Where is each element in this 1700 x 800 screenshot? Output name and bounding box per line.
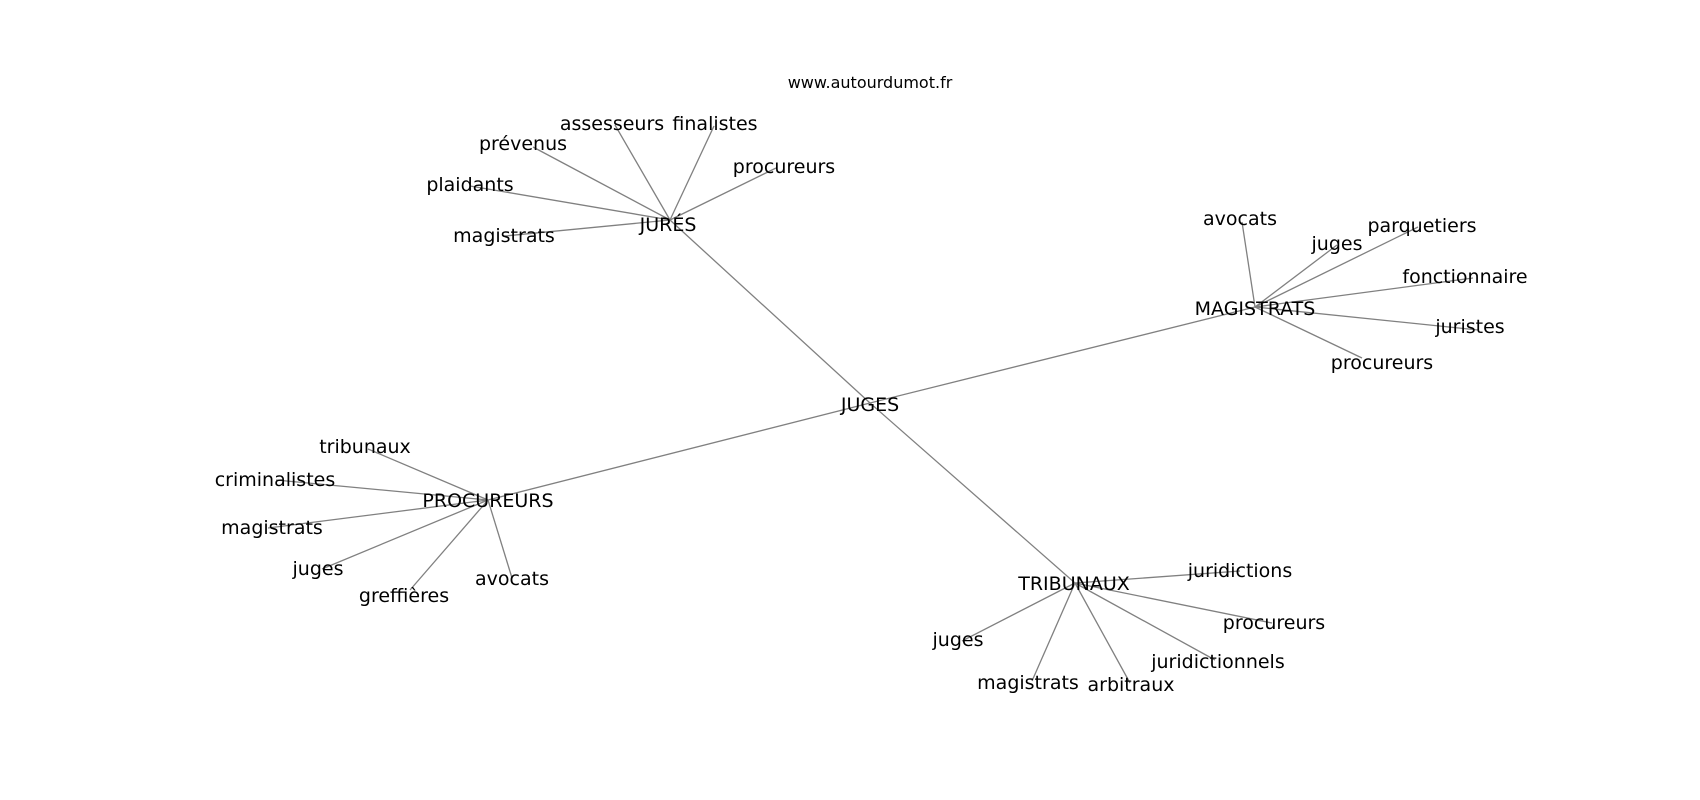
root-hub-edge [869,306,1256,404]
root-hub-edge [487,402,871,501]
hub-label-magistrats: MAGISTRATS [1195,298,1316,320]
word-label: procureurs [1223,612,1325,634]
word-label: magistrats [221,517,323,539]
word-label: greffières [359,585,449,607]
hub-word-edge [469,185,671,221]
word-label: avocats [1203,208,1277,230]
word-label: juridictions [1187,560,1293,582]
hub-label-tribunaux: TRIBUNAUX [1017,573,1130,595]
word-label: juges [1311,233,1363,255]
word-label: prévenus [479,133,567,155]
hub-word-edge [614,124,671,221]
word-label: procureurs [733,156,835,178]
hub-word-edge [1074,570,1241,584]
source-credit: www.autourdumot.fr [788,73,953,92]
root-hub-edge [669,219,871,404]
hub-word-edge [669,125,715,221]
hub-word-edge [1074,582,1273,624]
word-label: finalistes [672,113,757,135]
word-label: avocats [475,568,549,590]
root-node-label: JUGES [840,394,899,416]
hub-word-edge [1031,582,1076,682]
word-label: criminalistes [215,469,336,491]
word-label: procureurs [1331,352,1433,374]
hub-word-edge [1254,226,1419,308]
word-label: assesseurs [560,113,664,135]
root-hub-edge [869,402,1076,584]
word-label: fonctionnaire [1402,266,1527,288]
hub-word-edge [1074,582,1131,684]
hub-word-edge [1254,277,1474,308]
hub-word-edge [275,479,489,501]
hub-word-edge [367,448,489,501]
hub-word-edge [532,146,671,221]
hub-word-edge [1241,221,1256,308]
word-label: magistrats [453,225,555,247]
hub-word-edge [1254,306,1479,331]
hub-word-edge [487,499,513,579]
word-label: juges [932,629,984,651]
word-label: plaidants [426,174,513,196]
word-label: magistrats [977,672,1079,694]
word-label: juristes [1434,316,1504,338]
hub-label-procureurs: PROCUREURS [422,490,553,512]
hub-word-edge [1254,244,1338,308]
hub-word-edge [961,582,1076,642]
word-label: juges [292,558,344,580]
edges [267,124,1479,684]
hub-word-edge [1254,306,1363,359]
word-label: tribunaux [319,436,411,458]
word-label: arbitraux [1088,674,1175,696]
word-label: juridictionnels [1150,651,1285,673]
hub-word-edge [504,219,671,237]
hub-word-edge [267,499,489,529]
hub-word-edge [1074,582,1216,661]
hub-word-edge [321,499,489,570]
word-label: parquetiers [1367,215,1476,237]
hub-word-edge [409,499,489,591]
hub-word-edge [669,167,777,221]
hub-label-jures: JURÉS [639,213,697,236]
